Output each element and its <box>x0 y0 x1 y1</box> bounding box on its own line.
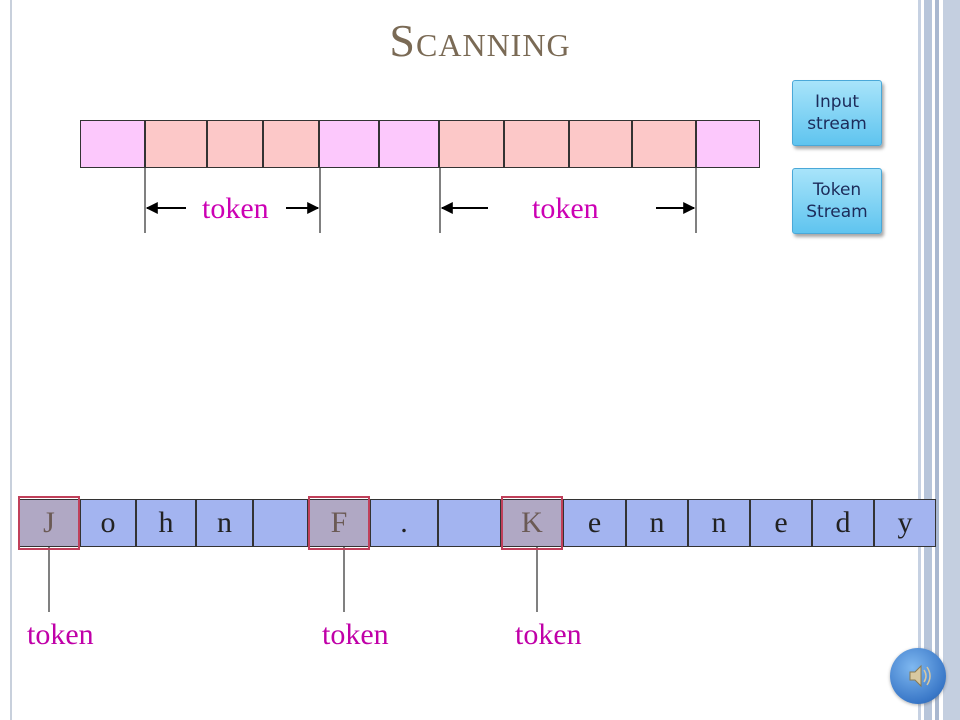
character-cell: n <box>688 499 750 547</box>
stream-cell <box>263 120 319 168</box>
token-label: token <box>202 192 269 225</box>
stream-cell <box>379 120 439 168</box>
character-cell: h <box>136 499 196 547</box>
token-label: token <box>27 618 94 651</box>
character-cell: n <box>626 499 688 547</box>
token-label: token <box>532 192 599 225</box>
stream-cell <box>80 120 145 168</box>
slide-frame-right-band <box>924 0 932 720</box>
character-cell: o <box>80 499 136 547</box>
token-start-highlight <box>18 496 80 550</box>
character-cell: . <box>370 499 438 547</box>
token-label: token <box>515 618 582 651</box>
speaker-icon[interactable] <box>890 648 946 704</box>
token-start-highlight <box>308 496 370 550</box>
character-cell <box>253 499 308 547</box>
slide-title: Scanning <box>389 15 571 66</box>
slide-frame-right <box>918 0 921 720</box>
stream-cell <box>145 120 207 168</box>
token-label: token <box>322 618 389 651</box>
character-cell: n <box>196 499 253 547</box>
character-cell: F <box>308 499 370 547</box>
stream-cell <box>504 120 569 168</box>
stream-cell <box>696 120 760 168</box>
stream-cell <box>439 120 504 168</box>
token-start-highlight <box>501 496 563 550</box>
stream-cell <box>207 120 263 168</box>
input-stream-button[interactable]: Input stream <box>792 80 882 146</box>
stream-cell <box>569 120 632 168</box>
character-cell: e <box>563 499 626 547</box>
slide-frame-right-band <box>943 0 960 720</box>
stream-cell <box>632 120 696 168</box>
character-cell: K <box>501 499 563 547</box>
token-stream-button[interactable]: Token Stream <box>792 168 882 234</box>
slide-frame-right-band <box>935 0 939 720</box>
character-cell: J <box>18 499 80 547</box>
slide-frame-left <box>10 0 12 720</box>
character-cell: y <box>874 499 936 547</box>
character-cell: e <box>750 499 812 547</box>
stream-cell <box>319 120 379 168</box>
character-cell: d <box>812 499 874 547</box>
character-cell <box>438 499 501 547</box>
